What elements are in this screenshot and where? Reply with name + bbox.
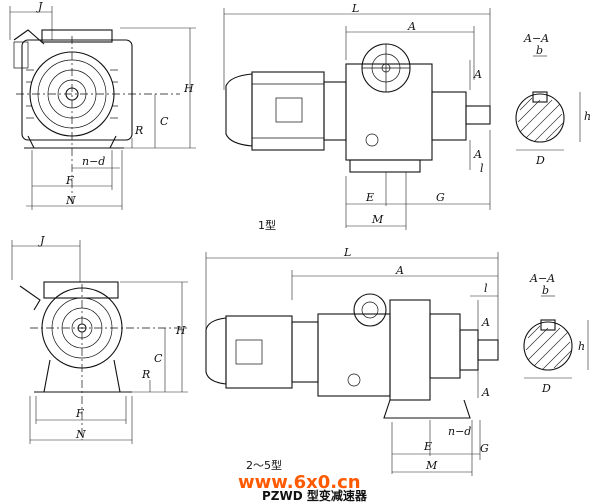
section-mark-A-1-bot: A bbox=[473, 148, 482, 161]
type1-section-aa bbox=[515, 55, 581, 151]
dim-E-1: E bbox=[365, 191, 374, 204]
dim-F-1: F bbox=[65, 174, 74, 187]
dim-b-2: b bbox=[542, 284, 549, 297]
dim-L-2: L bbox=[343, 246, 351, 259]
dim-l-2: l bbox=[484, 282, 488, 295]
caption-type1: 1型 bbox=[258, 218, 276, 232]
dim-F-2: F bbox=[75, 407, 84, 420]
dim-N-1: N bbox=[65, 194, 76, 207]
dim-A-1: A bbox=[407, 20, 416, 33]
dim-C-2: C bbox=[154, 352, 163, 365]
dim-G-2: G bbox=[480, 442, 489, 455]
dim-G-1: G bbox=[436, 191, 445, 204]
dim-D-1: D bbox=[535, 154, 545, 167]
caption-type2: 2〜5型 bbox=[246, 458, 282, 472]
dim-D-2: D bbox=[541, 382, 551, 395]
dim-H-1: H bbox=[183, 82, 194, 95]
dim-b-1: b bbox=[536, 44, 543, 57]
type1-side-view bbox=[223, 8, 491, 230]
section-title-AA-2: A−A bbox=[529, 272, 555, 285]
type2-side-view bbox=[205, 252, 499, 476]
drawing-title: PZWD 型变减速器 bbox=[262, 488, 368, 503]
dim-C-1: C bbox=[160, 115, 169, 128]
dim-L-1: L bbox=[351, 2, 359, 15]
dim-E-2: E bbox=[423, 440, 432, 453]
dim-R-2: R bbox=[141, 368, 150, 381]
dim-J-2: J bbox=[38, 234, 45, 247]
dim-l-1: l bbox=[480, 162, 484, 175]
type2-front-view bbox=[11, 240, 190, 444]
dim-h-1: h bbox=[584, 110, 591, 123]
dim-M-2: M bbox=[425, 459, 438, 472]
dim-h-2: h bbox=[578, 340, 585, 353]
type2-section-aa bbox=[523, 295, 589, 379]
section-mark-A-2-top: A bbox=[481, 316, 490, 329]
watermark: www.6x0.cn bbox=[238, 472, 361, 493]
dim-nd-2: n−d bbox=[448, 425, 471, 438]
type1-front-view bbox=[9, 6, 196, 210]
dim-J-1: J bbox=[36, 0, 43, 13]
dim-N-2: N bbox=[75, 428, 86, 441]
dim-nd-1: n−d bbox=[82, 155, 105, 168]
dim-A-2: A bbox=[395, 264, 404, 277]
dim-M-1: M bbox=[371, 213, 384, 226]
dim-R-1: R bbox=[134, 124, 143, 137]
section-title-AA-1: A−A bbox=[523, 32, 549, 45]
section-mark-A-2-bot: A bbox=[481, 386, 490, 399]
dim-H-2: H bbox=[175, 324, 186, 337]
section-mark-A-1-top: A bbox=[473, 68, 482, 81]
